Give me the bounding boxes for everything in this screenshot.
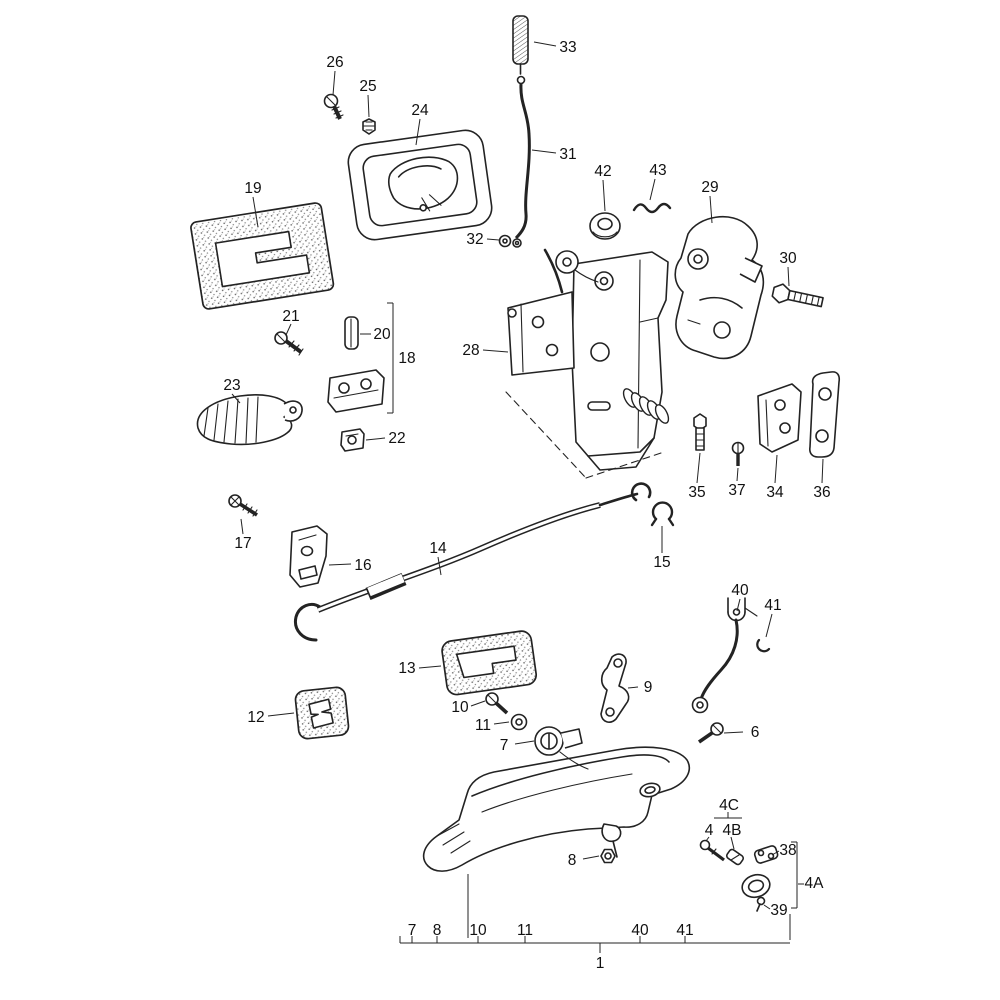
part-6-screw — [697, 722, 724, 744]
part-22-clip-nut — [340, 428, 365, 452]
part-26-screw — [323, 93, 344, 120]
part-label-24: 24 — [411, 102, 429, 119]
part-label-43: 43 — [649, 162, 666, 179]
part-label-11: 11 — [475, 717, 491, 734]
part-label-40: 40 — [731, 582, 749, 599]
part-label-14: 14 — [429, 540, 447, 557]
part-label-15: 15 — [653, 554, 670, 571]
part-label-29: 29 — [701, 179, 718, 196]
part-labels: 33 26 25 24 19 31 42 43 29 30 32 21 20 1… — [223, 39, 830, 919]
part-19-foam-seal — [190, 202, 335, 310]
part-9-lock-lever — [600, 653, 630, 723]
part-label-35: 35 — [688, 484, 705, 501]
part-label-25: 25 — [359, 78, 376, 95]
part-label-33: 33 — [559, 39, 576, 56]
part-13-handle-gasket — [441, 630, 538, 696]
part-label-23: 23 — [223, 377, 240, 394]
part-label-16: 16 — [354, 557, 371, 574]
part-37-screw — [731, 441, 745, 466]
part-label-19: 19 — [244, 180, 261, 197]
part-label-41: 41 — [764, 597, 781, 614]
part-8-nut — [600, 848, 616, 864]
footer-label-7: 7 — [408, 922, 417, 939]
part-15-snap-ring — [650, 501, 675, 527]
part-label-13: 13 — [398, 660, 415, 677]
part-42-grommet — [589, 212, 621, 240]
part-29-lock-housing — [674, 216, 765, 360]
part-23-interior-handle — [196, 394, 303, 446]
part-41-clip — [756, 638, 771, 653]
part-label-30: 30 — [779, 250, 797, 267]
part-38-retainer-clip — [753, 845, 779, 864]
leader-lines — [231, 41, 824, 910]
reference-lines — [360, 302, 804, 953]
part-20-pin — [344, 316, 359, 350]
part-label-32: 32 — [466, 231, 483, 248]
footer-label-11: 11 — [517, 922, 533, 939]
part-10-screw — [485, 692, 509, 715]
part-16-guide-bracket — [289, 525, 328, 588]
part-label-10: 10 — [451, 699, 469, 716]
footer-label-10: 10 — [469, 922, 487, 939]
part-label-4: 4 — [705, 822, 714, 839]
part-36-striker-plate — [809, 371, 841, 458]
part-label-4b: 4B — [723, 822, 742, 839]
part-label-7: 7 — [500, 737, 509, 754]
part-label-4c: 4C — [719, 797, 739, 814]
part-4a-cover-cap — [741, 873, 771, 899]
part-label-6: 6 — [751, 724, 760, 741]
part-4-key — [699, 839, 725, 862]
part-label-8: 8 — [568, 852, 577, 869]
part-1-outer-door-handle — [422, 746, 691, 872]
part-label-17: 17 — [234, 535, 251, 552]
part-11-grommet — [510, 713, 528, 731]
part-label-22: 22 — [388, 430, 405, 447]
part-39-screw — [756, 896, 766, 912]
part-24-interior-handle-bezel — [347, 129, 493, 241]
part-32-grommet — [498, 234, 522, 248]
part-label-20: 20 — [373, 326, 391, 343]
part-21-screw — [274, 331, 304, 356]
footer-label-8: 8 — [433, 922, 442, 939]
footer-part-index: 7 8 10 11 40 41 1 — [408, 922, 694, 972]
part-label-37: 37 — [728, 482, 745, 499]
part-34-hinge-bracket — [757, 383, 802, 453]
part-label-21: 21 — [282, 308, 299, 325]
footer-label-40: 40 — [631, 922, 649, 939]
part-31-actuating-rod — [514, 75, 531, 240]
part-label-42: 42 — [594, 163, 611, 180]
part-7-lock-cylinder — [534, 726, 589, 770]
part-14-connecting-rod — [293, 482, 652, 642]
part-label-28: 28 — [462, 342, 479, 359]
part-label-36: 36 — [813, 484, 830, 501]
part-12-seal — [294, 686, 350, 740]
part-17-screw — [228, 494, 258, 517]
part-label-38: 38 — [779, 842, 796, 859]
part-label-4a: 4A — [805, 875, 825, 892]
part-label-39: 39 — [770, 902, 787, 919]
part-33-threaded-pin — [512, 15, 529, 75]
part-40-lock-linkage — [691, 597, 758, 714]
part-label-18: 18 — [398, 350, 415, 367]
part-label-26: 26 — [326, 54, 343, 71]
part-label-12: 12 — [247, 709, 264, 726]
part-4b-lock-barrel — [725, 848, 745, 866]
part-25-nut — [362, 118, 376, 135]
part-35-bolt — [693, 413, 707, 451]
part-30-bolt — [771, 283, 824, 308]
part-43-spring-clip — [632, 202, 672, 214]
part-18-bracket-set — [327, 369, 385, 413]
part-label-31: 31 — [559, 146, 576, 163]
assembly-label-1: 1 — [596, 955, 605, 972]
part-label-34: 34 — [766, 484, 784, 501]
part-28-latch-assembly — [505, 248, 670, 479]
part-label-9: 9 — [644, 679, 653, 696]
footer-label-41: 41 — [676, 922, 693, 939]
